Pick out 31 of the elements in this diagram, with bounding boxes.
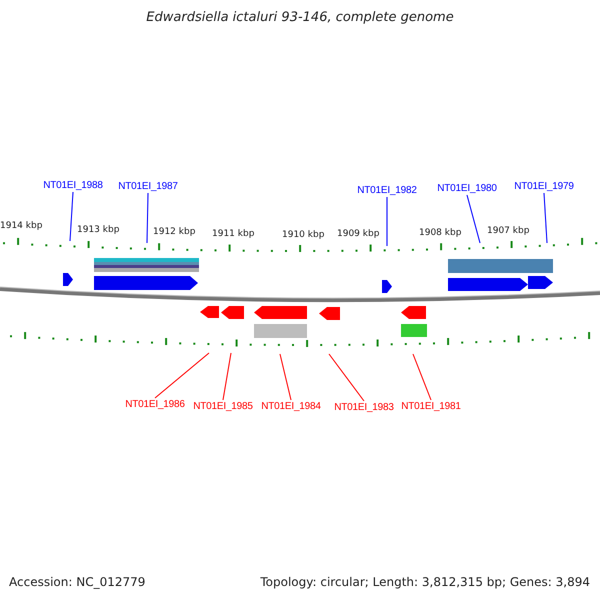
scale-label: 1909 kbp [337, 229, 380, 239]
gene-label: NT01EI_1979 [514, 180, 574, 193]
scale-label: 1907 kbp [487, 226, 530, 236]
accession-text: Accession: NC_012779 [9, 575, 146, 589]
leader-line [146, 192, 148, 244]
leader-line [222, 352, 232, 400]
scale-label: 1910 kbp [282, 230, 324, 240]
gene-label: NT01EI_1982 [357, 184, 417, 197]
gene-label: NT01EI_1985 [193, 400, 253, 413]
diagram-title: Edwardsiella ictaluri 93-146, complete genome [146, 10, 454, 25]
leader-line [386, 196, 388, 246]
scale-label: 1914 kbp [0, 221, 42, 231]
scale-label: 1911 kbp [212, 229, 254, 239]
leader-line [412, 354, 432, 400]
leader-line [280, 354, 292, 400]
leader-line [544, 192, 548, 244]
gene-label: NT01EI_1981 [401, 400, 461, 413]
leader-line [466, 194, 480, 244]
scale-label: 1912 kbp [153, 227, 196, 237]
gene-label: NT01EI_1983 [334, 401, 394, 414]
leader-line [70, 192, 74, 242]
gene-label: NT01EI_1987 [118, 180, 178, 193]
gene-label: NT01EI_1988 [43, 179, 103, 192]
leader-line [154, 352, 210, 398]
gene-label: NT01EI_1984 [261, 400, 321, 413]
leader-line [328, 354, 364, 402]
gene-label: NT01EI_1986 [125, 398, 185, 411]
scale-label: 1913 kbp [77, 225, 120, 235]
gene-label: NT01EI_1980 [437, 182, 497, 195]
genome-info-text: Topology: circular; Length: 3,812,315 bp; Genes: 3,894 [260, 575, 590, 589]
scale-label: 1908 kbp [419, 228, 462, 238]
